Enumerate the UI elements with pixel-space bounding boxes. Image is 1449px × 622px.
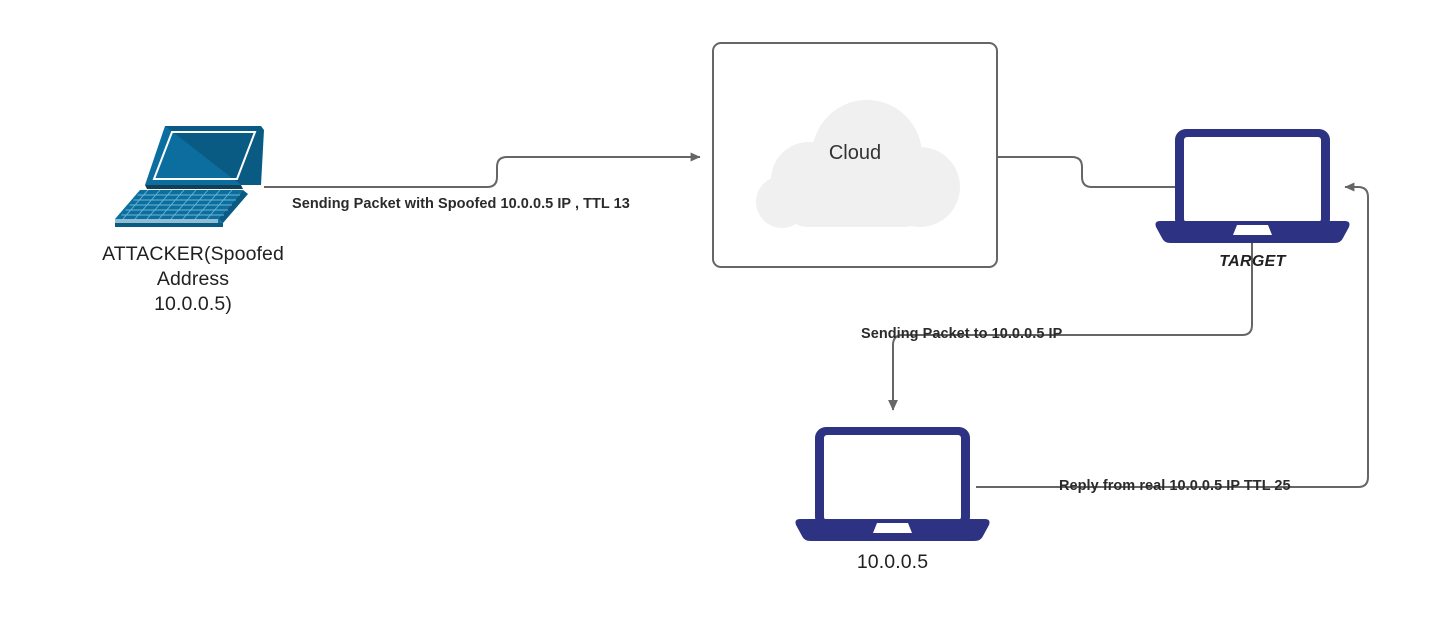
node-victim-label: 10.0.0.5 bbox=[856, 551, 929, 573]
node-victim[interactable]: 10.0.0.5 bbox=[795, 424, 990, 573]
node-target[interactable]: TARGET bbox=[1155, 126, 1350, 270]
connector-cloud-to-target bbox=[997, 156, 1175, 188]
node-attacker[interactable]: ATTACKER(Spoofed Address 10.0.0.5) bbox=[102, 122, 284, 315]
cloud-label: Cloud bbox=[828, 142, 882, 164]
edge-label-attacker-to-cloud: Sending Packet with Spoofed 10.0.0.5 IP … bbox=[292, 196, 630, 212]
edge-label-target-to-victim: Sending Packet to 10.0.0.5 IP bbox=[861, 326, 1063, 342]
connector-attacker-to-cloud bbox=[264, 152, 701, 188]
node-target-label: TARGET bbox=[1219, 253, 1286, 270]
edge-label-victim-to-target: Reply from real 10.0.0.5 IP TTL 25 bbox=[1059, 478, 1291, 494]
laptop-isometric-icon bbox=[115, 126, 264, 227]
laptop-icon bbox=[795, 427, 990, 541]
node-attacker-label: ATTACKER(Spoofed Address 10.0.0.5) bbox=[102, 243, 284, 315]
laptop-icon bbox=[1155, 129, 1350, 243]
cloud-icon bbox=[756, 100, 960, 228]
node-cloud[interactable]: Cloud bbox=[712, 42, 998, 268]
